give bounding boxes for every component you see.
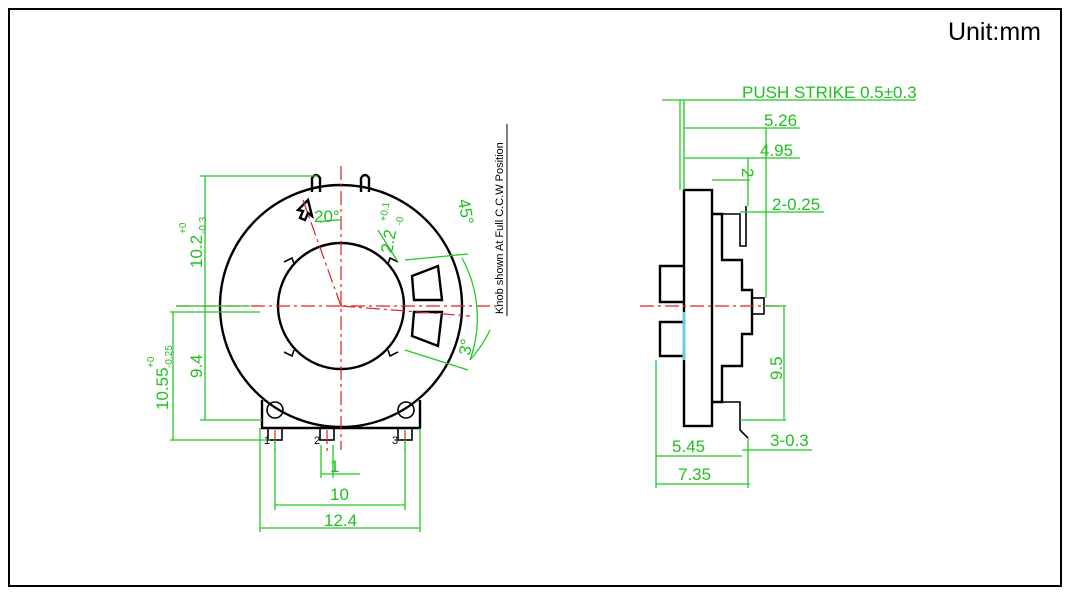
dim-9-5: 9.5: [767, 356, 786, 380]
top-tab-right: [359, 173, 371, 192]
dim-2: 2: [738, 168, 757, 177]
dim-height-total-tol-minus: -0.25: [164, 345, 175, 368]
mount-hole-right: [397, 401, 415, 419]
dim-7-35: 7.35: [678, 465, 711, 484]
dim-angle-45: 45°: [454, 197, 477, 226]
dim-slot-depth-tol-plus: +0.1: [378, 201, 392, 223]
window-slot-lower: [410, 310, 444, 348]
knob-arrow: [295, 197, 314, 222]
inner-notch-left-bottom: [283, 349, 295, 358]
dim-body-width: 12.4: [324, 511, 357, 530]
pin-label-1: 1: [264, 435, 270, 447]
knob-position-note: Knob shown At Full C.C.W Position: [494, 142, 506, 314]
dim-height-top: 10.2: [187, 235, 206, 268]
side-bottom-terminal: [722, 401, 749, 439]
dim-height-total-tol-plus: +0: [146, 356, 157, 368]
dim-5-45: 5.45: [672, 437, 705, 456]
centerline-slot: [340, 305, 471, 317]
pin-label-3: 3: [392, 435, 398, 447]
inner-notch-right: [387, 256, 399, 265]
dim-height-top-tol-plus: +0: [178, 222, 189, 234]
side-boss-upper: [658, 264, 684, 304]
dim-2-0-25: 2-0.25: [772, 195, 820, 214]
mount-hole-left: [266, 401, 284, 419]
inner-notch-left: [283, 256, 295, 265]
dim-slot-depth-tol-minus: -0: [394, 215, 406, 226]
drawing-frame: [8, 8, 1062, 587]
dim-height-total: 10.55: [153, 367, 172, 410]
side-boss-lower: [658, 320, 684, 358]
pin-label-2: 2: [314, 435, 320, 447]
dim-push-strike: PUSH STRIKE 0.5±0.3: [742, 83, 917, 102]
dim-slot-depth: 2.2: [377, 228, 400, 255]
side-view: PUSH STRIKE 0.5±0.3 5.26 4.95 2 2-0.25 9…: [640, 83, 917, 488]
window-slot-upper: [410, 264, 444, 302]
dim-3-0-3: 3-0.3: [770, 431, 809, 450]
front-view: 10.2 +0 -0.3 9.4 10.55 +0 -0.25 20° 45° …: [146, 124, 508, 532]
centerline-angled: [302, 199, 342, 307]
inner-notch-right-bottom: [387, 349, 399, 358]
dim-pin-span: 10: [330, 485, 349, 504]
dim-angle-20: 20°: [314, 207, 340, 226]
dim-angle-3: 3°: [455, 337, 477, 356]
top-tab-left: [310, 173, 322, 192]
side-plate: [682, 188, 714, 428]
dim-height-mid: 9.4: [187, 354, 206, 378]
dim-pin-pitch: 1: [330, 457, 339, 476]
unit-label: Unit:mm: [947, 18, 1041, 46]
side-top-terminal: [722, 206, 747, 247]
dim-4-95: 4.95: [760, 141, 793, 160]
dim-5-26: 5.26: [764, 111, 797, 130]
dim-height-top-tol-minus: -0.3: [198, 216, 209, 234]
